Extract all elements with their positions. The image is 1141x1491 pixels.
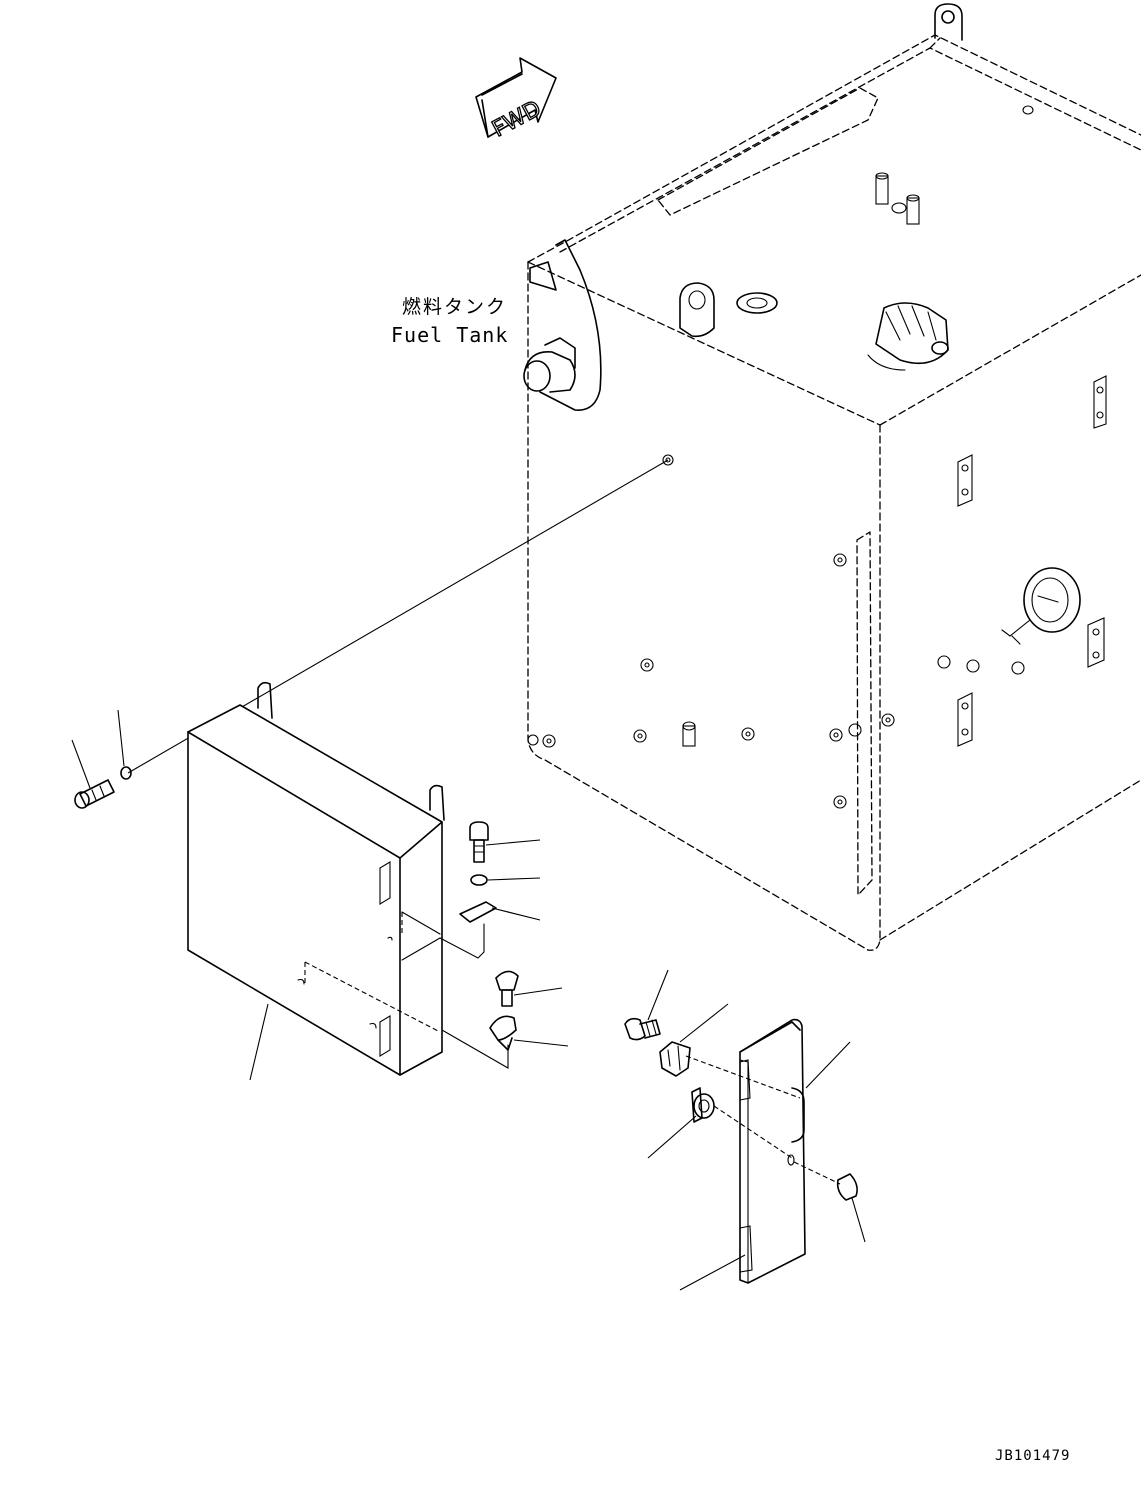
washer-left [120, 766, 132, 780]
fuel-tank [523, 3, 1141, 951]
bolt-left [74, 779, 115, 809]
drawing-code: JB101479 [995, 1448, 1070, 1464]
fwd-label: FWD [488, 96, 545, 142]
fuel-tank-label-jp: 燃料タンク [402, 296, 507, 318]
bolt-3 [624, 1017, 661, 1041]
key-cap [836, 1173, 858, 1201]
fuel-tank-label-en: Fuel Tank [391, 323, 508, 347]
latch [659, 1041, 691, 1077]
control-box [187, 681, 445, 1076]
fwd-arrow-icon: FWD [475, 57, 557, 143]
clip-plate [459, 901, 497, 923]
bolt-2 [495, 970, 519, 1007]
door-panel [739, 1018, 806, 1284]
washer-1 [470, 874, 488, 886]
bolt-1 [469, 821, 489, 863]
clamp [489, 1015, 517, 1041]
